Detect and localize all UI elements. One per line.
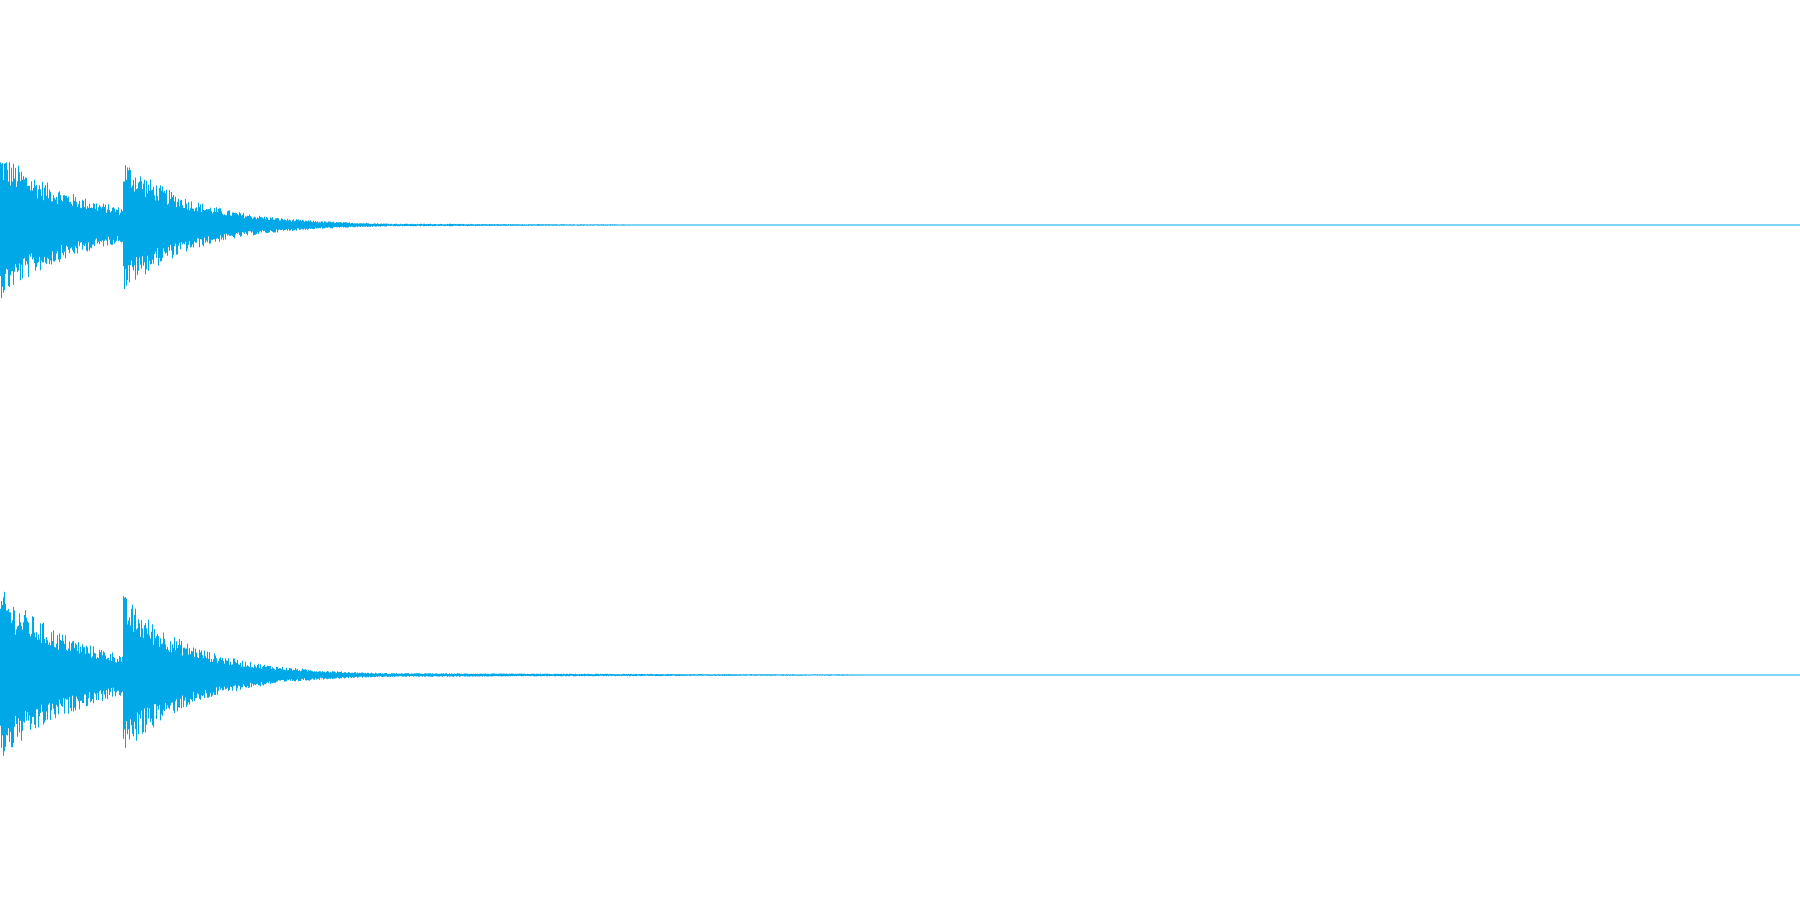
- left-channel-signal: [0, 162, 709, 299]
- right-channel-signal: [0, 591, 975, 756]
- left-channel-waveform: [0, 162, 1800, 299]
- right-channel-waveform: [0, 591, 1800, 756]
